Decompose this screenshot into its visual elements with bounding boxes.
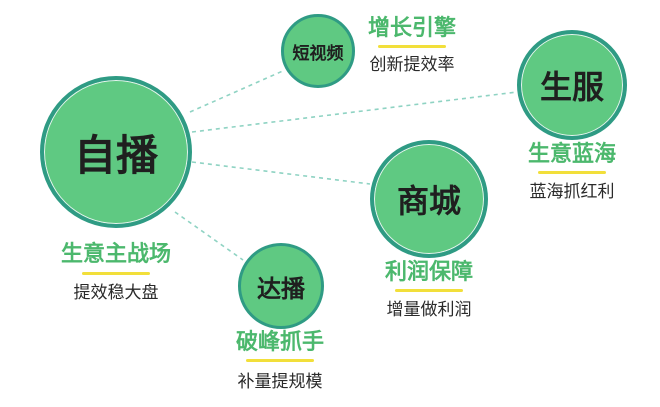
node-shengfu: 生服 <box>517 30 627 140</box>
node-zibo-title: 生意主战场 <box>60 242 171 267</box>
node-zibo: 自播 <box>40 76 192 228</box>
node-dabo-title: 破峰抓手 <box>235 330 324 355</box>
node-shangcheng-label: 商城 <box>396 182 461 220</box>
node-duanshipin-underline <box>378 45 446 48</box>
node-shangcheng-subtitle: 增量做利润 <box>386 300 472 320</box>
node-shangcheng-title: 利润保障 <box>384 260 473 285</box>
node-dabo-label: 达播 <box>257 274 305 303</box>
link-zibo-shengfu <box>191 91 518 133</box>
node-zibo-subtitle: 提效稳大盘 <box>73 283 159 303</box>
node-shengfu-label: 生服 <box>539 68 604 106</box>
node-shangcheng-underline <box>395 289 463 292</box>
node-duanshipin-label: 短视频 <box>292 43 344 64</box>
link-zibo-shangcheng <box>191 161 371 185</box>
node-duanshipin: 短视频 <box>281 14 355 88</box>
node-dabo-subtitle: 补量提规模 <box>237 372 323 392</box>
node-zibo-label: 自播 <box>73 130 158 180</box>
link-zibo-dabo <box>174 211 244 261</box>
node-dabo: 达播 <box>238 243 324 329</box>
node-shengfu-title: 生意蓝海 <box>527 142 616 167</box>
node-shengfu-subtitle: 蓝海抓红利 <box>529 182 615 202</box>
node-duanshipin-subtitle: 创新提效率 <box>369 55 455 75</box>
node-shengfu-underline <box>538 171 606 174</box>
node-dabo-underline <box>246 359 314 362</box>
node-duanshipin-title: 增长引擎 <box>367 16 456 41</box>
link-zibo-duanshipin <box>189 69 286 113</box>
node-zibo-underline <box>82 272 150 275</box>
node-shangcheng: 商城 <box>370 140 488 258</box>
